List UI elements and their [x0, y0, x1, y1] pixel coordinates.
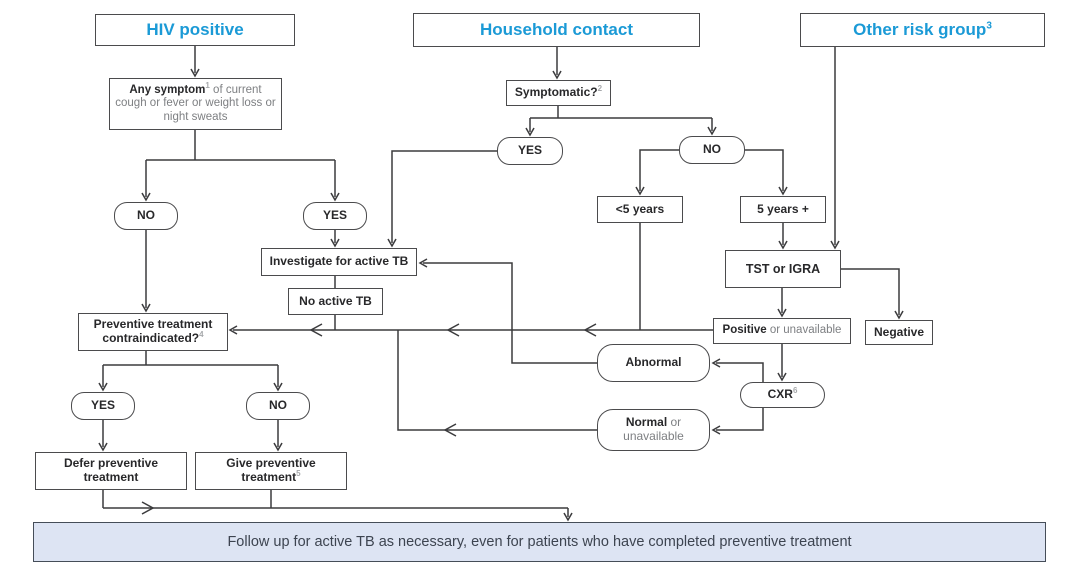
connector	[387, 150, 497, 248]
chevron-right-icon	[141, 501, 155, 515]
footnote-6: 6	[792, 386, 798, 396]
footnote-2: 2	[597, 84, 603, 94]
header-hiv-positive: HIV positive	[95, 14, 295, 46]
connector	[418, 258, 597, 364]
under5-label: <5 years	[615, 201, 665, 216]
node-5-years-plus: 5 years +	[740, 196, 826, 223]
node-cxr: CXR6	[740, 382, 825, 408]
connector	[841, 268, 904, 320]
give-line2: treatment	[241, 470, 297, 484]
no-label: NO	[269, 398, 287, 413]
connector	[711, 358, 764, 382]
node-no-symptomatic: NO	[679, 136, 745, 164]
header-other-label: Other risk group3	[853, 20, 992, 40]
header-household-contact: Household contact	[413, 13, 700, 47]
give-line1: Give preventive	[226, 456, 316, 471]
node-under-5-years: <5 years	[597, 196, 683, 223]
followup-banner: Follow up for active TB as necessary, ev…	[33, 522, 1046, 562]
investigate-label: Investigate for active TB	[269, 254, 409, 269]
chevron-left-icon	[309, 323, 323, 337]
yes-label: YES	[90, 398, 115, 413]
node-tst-or-igra: TST or IGRA	[725, 250, 841, 288]
positive-rest: or unavailable	[766, 324, 842, 337]
yes-label: YES	[517, 143, 542, 158]
any-symptom-rest: of current cough or fever or weight loss…	[115, 84, 276, 123]
no-active-tb-label: No active TB	[299, 293, 372, 308]
chevron-left-icon	[446, 323, 460, 337]
footnote-5: 5	[296, 469, 301, 478]
header-other-risk-group: Other risk group3	[800, 13, 1045, 47]
positive-bold: Positive	[722, 324, 767, 337]
node-abnormal: Abnormal	[597, 344, 710, 382]
contraindicated-line1: Preventive treatment	[93, 317, 213, 332]
node-no-hiv: NO	[114, 202, 178, 230]
node-yes-hiv: YES	[303, 202, 367, 230]
normal-bold: Normal	[625, 415, 668, 430]
tst-label: TST or IGRA	[745, 261, 821, 276]
header-hiv-label: HIV positive	[146, 20, 244, 40]
connector	[397, 330, 597, 431]
node-investigate-active-tb: Investigate for active TB	[261, 248, 417, 276]
followup-text: Follow up for active TB as necessary, ev…	[227, 533, 852, 550]
connector-lines	[98, 46, 904, 522]
any-symptom-bold: Any symptom	[129, 84, 206, 97]
cxr-label: CXR	[767, 387, 793, 402]
symptomatic-label: Symptomatic?	[514, 85, 598, 100]
footnote-1: 1	[205, 81, 210, 91]
node-any-symptom: Any symptom1 of current cough or fever o…	[109, 78, 282, 130]
connector	[745, 149, 788, 196]
defer-line1: Defer preventive	[63, 456, 159, 471]
yes-label: YES	[322, 208, 347, 223]
over5-label: 5 years +	[757, 201, 809, 216]
abnormal-label: Abnormal	[625, 355, 682, 370]
chevron-left-icon	[443, 423, 457, 437]
header-household-label: Household contact	[479, 20, 633, 40]
contraindicated-line2: contraindicated?	[102, 331, 200, 345]
node-symptomatic: Symptomatic?2	[506, 80, 611, 106]
defer-line2: treatment	[83, 470, 139, 484]
normal-or: or	[667, 415, 682, 430]
node-yes-contraindicated: YES	[71, 392, 135, 420]
normal-unavailable: unavailable	[623, 429, 684, 443]
footnote-4: 4	[199, 330, 204, 339]
node-negative: Negative	[865, 320, 933, 345]
no-label: NO	[137, 208, 155, 223]
negative-label: Negative	[873, 324, 925, 339]
node-no-active-tb: No active TB	[288, 288, 383, 315]
node-positive-or-unavailable: Positive or unavailable	[713, 318, 851, 344]
connector	[635, 149, 679, 196]
chevron-left-icon	[583, 323, 597, 337]
no-label: NO	[703, 142, 721, 157]
node-yes-symptomatic: YES	[497, 137, 563, 165]
connector	[711, 408, 764, 435]
node-no-contraindicated: NO	[246, 392, 310, 420]
